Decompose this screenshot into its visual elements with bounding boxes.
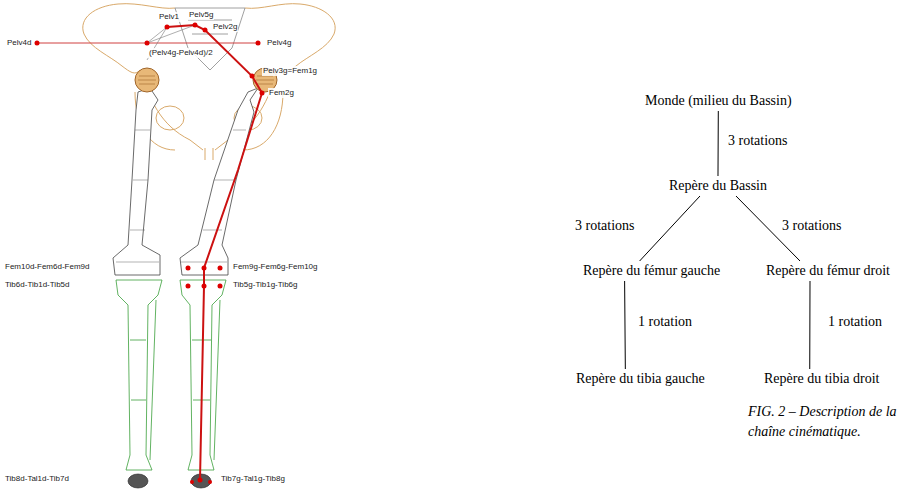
tree-connector	[640, 196, 700, 261]
edge-label: 3 rotations	[726, 133, 790, 149]
landmark-label: Fem10d-Fem6d-Fem9d	[4, 262, 90, 272]
frame-node: Repère du tibia gauche	[574, 370, 707, 388]
landmark-label: Pelv4d	[6, 38, 32, 48]
edge-label: 3 rotations	[780, 218, 844, 234]
frame-node: Repère du Bassin	[667, 177, 769, 195]
edge-label: 1 rotation	[826, 314, 884, 330]
landmark-label: Fem9g-Fem6g-Fem10g	[232, 262, 318, 272]
figure-caption: FIG. 2 – Description de la chaîne cinéma…	[748, 402, 916, 442]
tree-connector	[809, 281, 810, 369]
frame-node: Repère du tibia droit	[762, 370, 881, 388]
frame-node: Monde (milieu du Bassin)	[643, 92, 794, 110]
node-text: Repère du Bassin	[669, 178, 767, 194]
tree-connector	[717, 111, 718, 176]
node-text: Repère du fémur gauche	[583, 263, 720, 279]
landmark-label: Pelv1	[158, 12, 180, 22]
frame-node: Repère du fémur droit	[764, 262, 892, 280]
node-text: Repère du tibia gauche	[576, 371, 705, 387]
frame-node: Repère du fémur gauche	[581, 262, 722, 280]
landmark-label: (Pelv4g-Pelv4d)/2	[148, 48, 214, 58]
landmark-label: Tib7g-Tal1g-Tib8g	[220, 474, 286, 484]
landmark-label: Tib8d-Tal1d-Tib7d	[4, 474, 70, 484]
landmark-label: Tib5g-Tib1g-Tib6g	[232, 280, 298, 290]
edge-label: 1 rotation	[636, 314, 694, 330]
landmark-label: Tib6d-Tib1d-Tib5d	[4, 280, 70, 290]
edge-label: 3 rotations	[573, 218, 637, 234]
landmark-label: Pelv4g	[266, 38, 292, 48]
tree-connector	[624, 281, 626, 369]
node-text: Repère du tibia droit	[764, 371, 879, 387]
node-text: Repère du fémur droit	[766, 263, 890, 279]
landmark-label: Fem2g	[268, 88, 295, 98]
landmark-label: Pelv2g	[212, 22, 238, 32]
landmark-label: Pelv5g	[188, 10, 214, 20]
landmark-label: Pelv3g=Fem1g	[262, 66, 318, 76]
node-text: Monde (milieu du Bassin)	[645, 93, 792, 109]
